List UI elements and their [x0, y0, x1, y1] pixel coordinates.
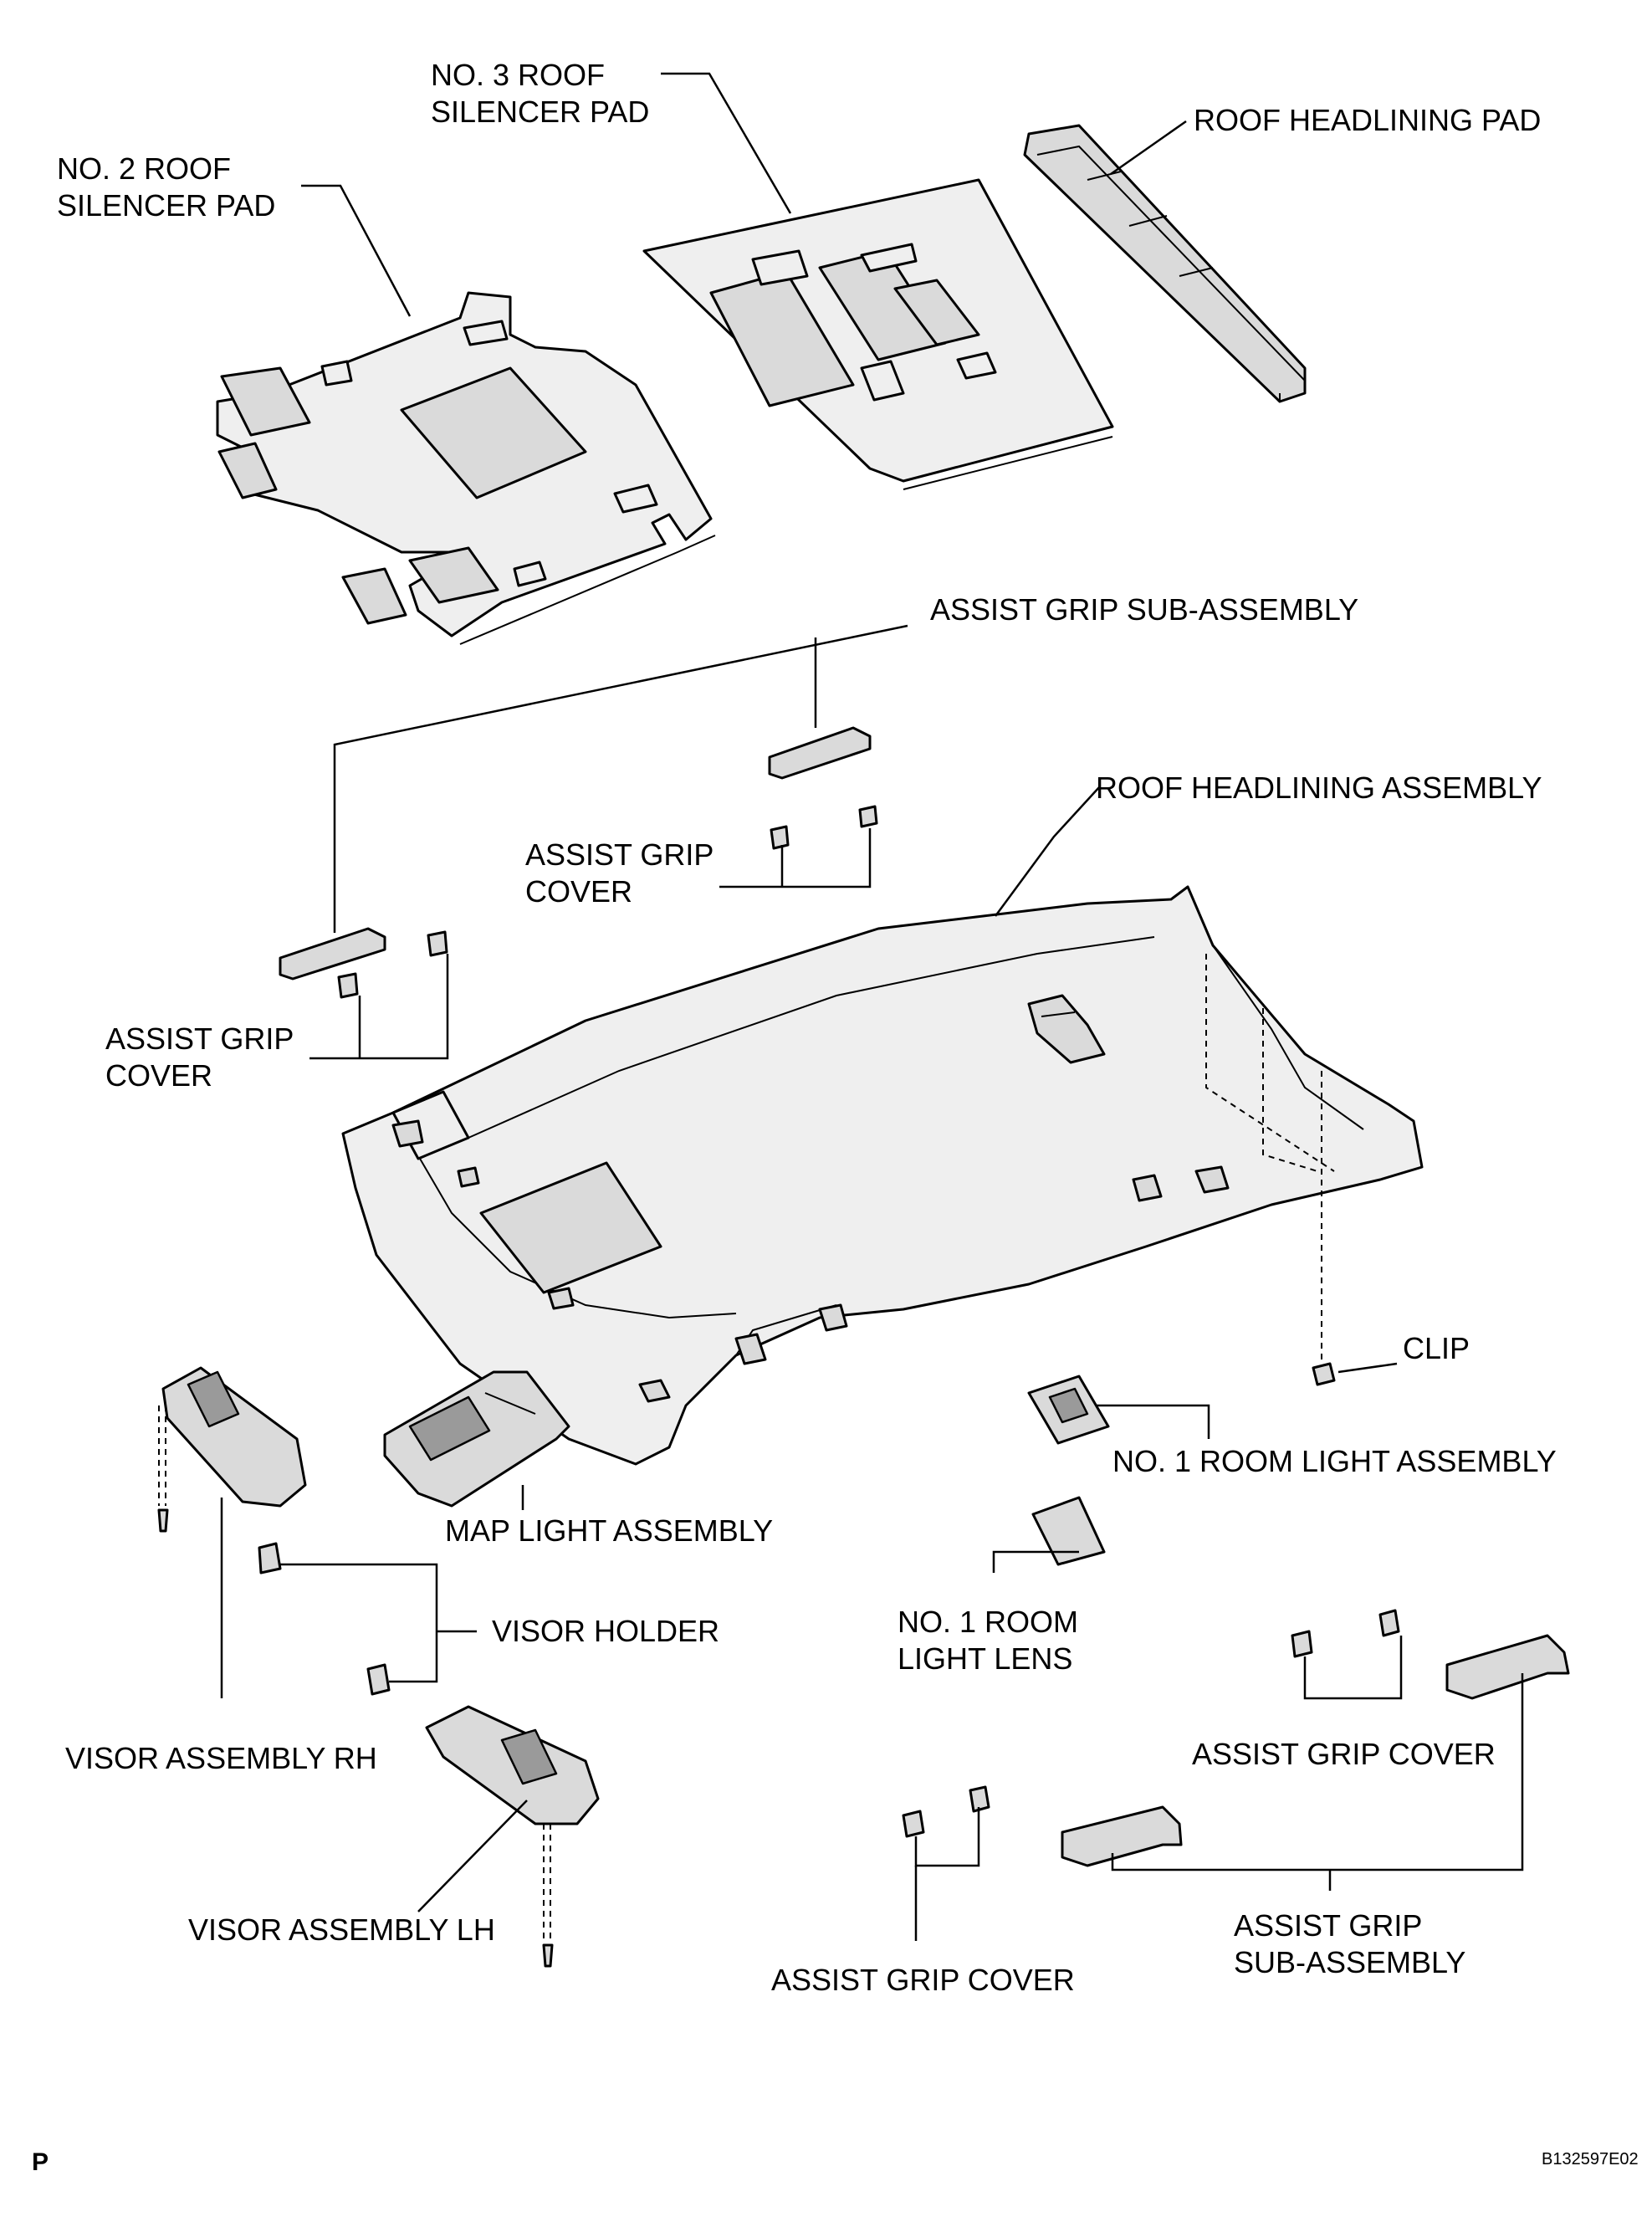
- label-line: COVER: [525, 874, 633, 909]
- label-line: COVER: [105, 1058, 213, 1093]
- label-no1-room-light-lens: NO. 1 ROOM LIGHT LENS: [898, 1604, 1078, 1677]
- label-line: NO. 1 ROOM: [898, 1605, 1079, 1639]
- label-line: ROOF HEADLINING PAD: [1194, 103, 1542, 137]
- visor-assembly-lh-part: [425, 1705, 600, 1968]
- roof-headlining-pad: [1023, 124, 1307, 403]
- label-roof-headlining-assembly: ROOF HEADLINING ASSEMBLY: [1096, 770, 1542, 806]
- label-line: ASSIST GRIP: [525, 837, 714, 872]
- label-line: VISOR ASSEMBLY RH: [65, 1741, 377, 1775]
- label-line: CLIP: [1403, 1331, 1470, 1365]
- label-visor-assembly-rh: VISOR ASSEMBLY RH: [65, 1740, 377, 1777]
- assist-grip-sub-assembly-top-parts: [279, 726, 872, 980]
- label-no2-roof-silencer-pad: NO. 2 ROOF SILENCER PAD: [57, 151, 275, 224]
- label-line: LIGHT LENS: [898, 1641, 1073, 1676]
- label-clip: CLIP: [1403, 1330, 1470, 1367]
- visor-holder-parts: [258, 1542, 391, 1696]
- map-light-assembly-part: [383, 1370, 570, 1508]
- label-line: VISOR ASSEMBLY LH: [188, 1912, 495, 1947]
- label-line: ASSIST GRIP: [105, 1021, 294, 1056]
- label-line: SILENCER PAD: [431, 95, 650, 129]
- label-no3-roof-silencer-pad: NO. 3 ROOF SILENCER PAD: [431, 57, 649, 131]
- assist-grip-cover-parts: [337, 805, 878, 999]
- label-assist-grip-cover-center: ASSIST GRIP COVER: [525, 837, 713, 910]
- leader-lines: [220, 72, 1524, 1941]
- visor-assembly-rh-part: [157, 1366, 307, 1533]
- page-marker-left: P: [32, 2148, 49, 2176]
- no2-roof-silencer-pad: [216, 291, 716, 645]
- label-assist-grip-sub-assembly-top: ASSIST GRIP SUB-ASSEMBLY: [930, 591, 1358, 628]
- clip-parts: [1205, 954, 1336, 1386]
- label-assist-grip-cover-left: ASSIST GRIP COVER: [105, 1021, 294, 1094]
- label-line: ASSIST GRIP: [1234, 1908, 1423, 1943]
- label-line: NO. 3 ROOF: [431, 58, 606, 92]
- label-line: NO. 1 ROOM LIGHT ASSEMBLY: [1112, 1444, 1557, 1478]
- label-line: ASSIST GRIP COVER: [771, 1963, 1075, 1997]
- roof-headlining-assembly: [341, 885, 1424, 1466]
- figure-code: B132597E02: [1542, 2150, 1639, 2168]
- label-visor-assembly-lh: VISOR ASSEMBLY LH: [188, 1912, 495, 1948]
- label-no1-room-light-assembly: NO. 1 ROOM LIGHT ASSEMBLY: [1112, 1443, 1557, 1480]
- label-map-light-assembly: MAP LIGHT ASSEMBLY: [445, 1513, 773, 1549]
- label-assist-grip-cover-right: ASSIST GRIP COVER: [1192, 1736, 1496, 1773]
- label-line: MAP LIGHT ASSEMBLY: [445, 1513, 774, 1548]
- assist-grip-right-parts: [902, 1609, 1570, 1867]
- label-line: ASSIST GRIP SUB-ASSEMBLY: [930, 592, 1359, 627]
- label-line: SUB-ASSEMBLY: [1234, 1945, 1466, 1979]
- label-roof-headlining-pad: ROOF HEADLINING PAD: [1194, 102, 1541, 139]
- label-line: ASSIST GRIP COVER: [1192, 1737, 1496, 1771]
- label-line: NO. 2 ROOF: [57, 151, 232, 186]
- no3-roof-silencer-pad: [642, 178, 1114, 490]
- label-line: VISOR HOLDER: [492, 1614, 720, 1648]
- label-line: SILENCER PAD: [57, 188, 276, 223]
- label-assist-grip-cover-bottom: ASSIST GRIP COVER: [771, 1962, 1075, 1999]
- label-line: ROOF HEADLINING ASSEMBLY: [1096, 771, 1542, 805]
- label-visor-holder: VISOR HOLDER: [492, 1613, 719, 1650]
- label-assist-grip-sub-assembly-bottom: ASSIST GRIP SUB-ASSEMBLY: [1234, 1907, 1465, 1981]
- no1-room-light-parts: [1027, 1375, 1110, 1566]
